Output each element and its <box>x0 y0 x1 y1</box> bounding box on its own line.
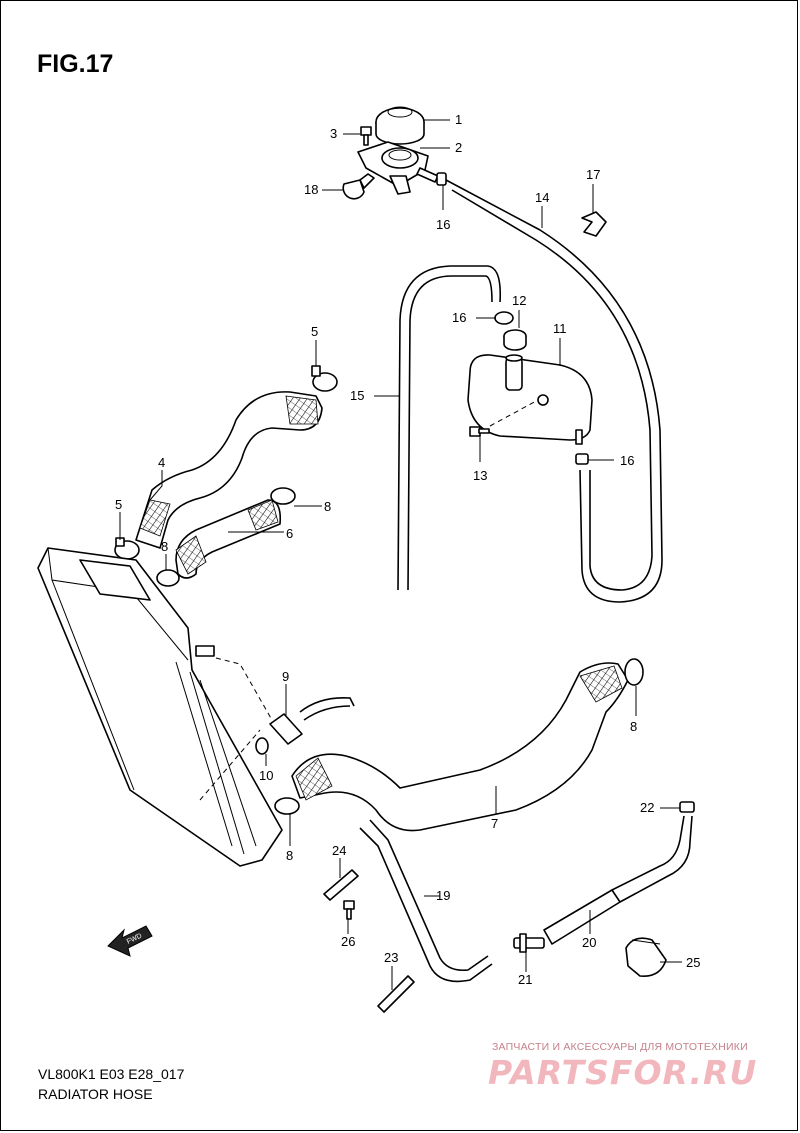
leader-lines <box>119 119 682 990</box>
callout-17: 17 <box>586 167 600 182</box>
callout-16b: 16 <box>452 310 466 325</box>
forward-direction-indicator: FWD <box>107 925 153 957</box>
callout-4: 4 <box>158 455 165 470</box>
callout-1: 1 <box>455 112 462 127</box>
callout-8a: 8 <box>324 499 331 514</box>
callout-8b: 8 <box>161 539 168 554</box>
bracket-part-23 <box>377 975 415 1013</box>
hose-clamp-part-8c <box>624 658 644 686</box>
breather-hose-part-15 <box>397 265 502 591</box>
callout-20: 20 <box>582 935 596 950</box>
washer-part-10 <box>255 737 269 755</box>
bolt-part-3 <box>360 126 372 146</box>
overflow-hose-part-14 <box>445 179 663 603</box>
callout-16a: 16 <box>436 217 450 232</box>
callout-12: 12 <box>512 293 526 308</box>
callout-9: 9 <box>282 669 289 684</box>
reservoir-plug-part-12 <box>503 329 527 351</box>
watermark-tagline: ЗАПЧАСТИ И АКСЕССУАРЫ ДЛЯ МОТОТЕХНИКИ <box>492 1041 748 1053</box>
hose-clip-part-22 <box>679 801 695 813</box>
thermo-switch-part-9 <box>269 696 355 745</box>
watermark-brand: PARTSFOR.RU <box>488 1053 758 1092</box>
callout-18: 18 <box>304 182 318 197</box>
hose-clamp-part-8b <box>156 569 180 587</box>
callout-14: 14 <box>535 190 549 205</box>
diagram-caption: RADIATOR HOSE <box>38 1086 153 1102</box>
callout-5a: 5 <box>311 324 318 339</box>
callout-25: 25 <box>686 955 700 970</box>
callout-6: 6 <box>286 526 293 541</box>
hose-joint-part-21 <box>513 933 545 953</box>
figure-title: FIG.17 <box>37 50 114 78</box>
hose-clamp-part-8d <box>274 797 300 815</box>
callout-21: 21 <box>518 972 532 987</box>
callout-numbers: 1 2 3 18 16 14 17 12 16 11 5 15 4 16 13 … <box>115 112 700 987</box>
callout-8d: 8 <box>286 848 293 863</box>
callout-3: 3 <box>330 126 337 141</box>
callout-11: 11 <box>553 321 567 336</box>
clip-part-17 <box>581 211 607 237</box>
bolt-part-26 <box>343 900 355 920</box>
radiator-hose-part-7 <box>291 662 629 832</box>
callout-15: 15 <box>350 388 364 403</box>
bracket-part-24 <box>323 869 359 901</box>
radiator <box>37 547 283 867</box>
hose-clamp-part-5a <box>311 365 338 392</box>
callout-5b: 5 <box>115 497 122 512</box>
callout-23: 23 <box>384 950 398 965</box>
hose-clip-part-16a <box>436 172 447 186</box>
hose-clip-part-16b <box>494 311 514 325</box>
hose-part-20 <box>543 815 693 945</box>
callout-26: 26 <box>341 934 355 949</box>
bolt-part-13 <box>469 399 539 437</box>
callout-8c: 8 <box>630 719 637 734</box>
bypass-hose-part-19 <box>359 827 493 983</box>
diagram-code: VL800K1 E03 E28_017 <box>38 1066 185 1082</box>
filler-neck-part-2 <box>357 141 439 195</box>
clamp-part-18 <box>342 173 375 200</box>
clamp-bracket-part-25 <box>625 937 667 977</box>
hose-clip-part-16c <box>575 453 589 465</box>
hose-clamp-part-8a <box>270 487 296 505</box>
callout-16c: 16 <box>620 453 634 468</box>
reservoir-cap-part-1 <box>375 106 425 145</box>
radiator-hose-part-6 <box>175 499 282 579</box>
callout-10: 10 <box>259 768 273 783</box>
callout-24: 24 <box>332 843 346 858</box>
hose-clamp-part-5b <box>114 537 140 560</box>
callout-2: 2 <box>455 140 462 155</box>
callout-22: 22 <box>640 800 654 815</box>
callout-7: 7 <box>491 816 498 831</box>
radiator-hose-part-4 <box>135 391 323 549</box>
callout-13: 13 <box>473 468 487 483</box>
callout-19: 19 <box>436 888 450 903</box>
